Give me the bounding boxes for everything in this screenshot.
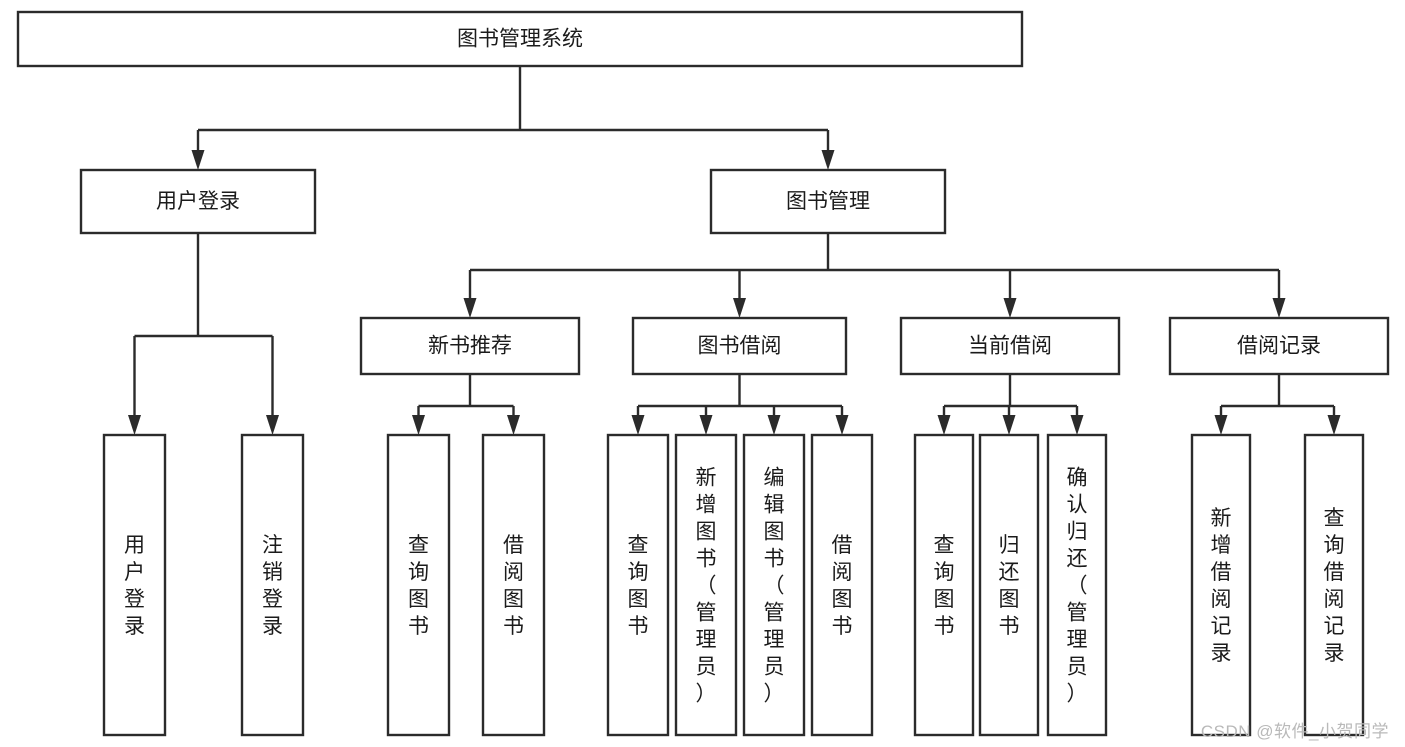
node-label: 借阅记录 (1237, 335, 1321, 358)
node-leaf-add-book[interactable]: 新增图书（管理员） (674, 433, 738, 737)
node-leaf-edit-book[interactable]: 编辑图书（管理员） (742, 433, 806, 737)
node-label: 查询图书 (628, 534, 649, 638)
connector-e-ul-children (128, 233, 279, 435)
node-leaf-confirm-return[interactable]: 确认归还（管理员） (1046, 433, 1108, 737)
node-label: 查询图书 (408, 534, 429, 638)
node-label: 注销登录 (262, 534, 283, 638)
node-label: 用户登录 (156, 190, 240, 213)
node-label: 借阅图书 (832, 534, 853, 638)
node-label: 图书管理 (786, 190, 870, 213)
node-label: 用户登录 (124, 534, 145, 638)
node-book-borrow[interactable]: 图书借阅 (631, 316, 848, 376)
node-label: 归还图书 (999, 534, 1020, 638)
node-label: 编辑图书（管理员） (764, 467, 785, 706)
node-user-login[interactable]: 用户登录 (79, 168, 317, 235)
node-label: 图书借阅 (698, 335, 782, 358)
node-label: 确认归还（管理员） (1067, 467, 1088, 706)
node-leaf-query-book-rec[interactable]: 查询图书 (386, 433, 451, 737)
connector-e-bb-children (631, 374, 849, 435)
node-label: 新增图书（管理员） (696, 467, 717, 706)
node-leaf-return-book[interactable]: 归还图书 (978, 433, 1040, 737)
node-leaf-borrow-book[interactable]: 借阅图书 (810, 433, 874, 737)
node-leaf-query-book-borrow[interactable]: 查询图书 (606, 433, 670, 737)
connector-e-root-children (191, 66, 835, 170)
node-label: 新书推荐 (428, 335, 512, 358)
node-label: 查询借阅记录 (1324, 507, 1345, 665)
node-label: 查询图书 (934, 534, 955, 638)
node-current-borrow[interactable]: 当前借阅 (899, 316, 1121, 376)
node-label: 当前借阅 (968, 335, 1052, 358)
node-borrow-record[interactable]: 借阅记录 (1168, 316, 1390, 376)
connector-e-bm-children (463, 233, 1286, 318)
node-book-management[interactable]: 图书管理 (709, 168, 947, 235)
node-leaf-add-record[interactable]: 新增借阅记录 (1190, 433, 1252, 737)
node-leaf-borrow-book-rec[interactable]: 借阅图书 (481, 433, 546, 737)
connector-e-nbr-children (412, 374, 520, 435)
node-layer: 图书管理系统用户登录图书管理新书推荐图书借阅当前借阅借阅记录用户登录注销登录查询… (16, 10, 1390, 737)
node-leaf-query-book-cur[interactable]: 查询图书 (913, 433, 975, 737)
node-new-book-recommend[interactable]: 新书推荐 (359, 316, 581, 376)
node-leaf-query-record[interactable]: 查询借阅记录 (1303, 433, 1365, 737)
node-label: 图书管理系统 (457, 28, 583, 51)
node-leaf-user-logout[interactable]: 注销登录 (240, 433, 305, 737)
connector-e-br-children (1214, 374, 1341, 435)
connector-e-cb-children (937, 374, 1084, 435)
node-leaf-user-login[interactable]: 用户登录 (102, 433, 167, 737)
node-label: 借阅图书 (503, 534, 524, 638)
node-label: 新增借阅记录 (1211, 507, 1232, 665)
watermark-text: CSDN @软件_小贺同学 (1200, 722, 1389, 741)
node-root[interactable]: 图书管理系统 (16, 10, 1024, 68)
connector-layer (128, 66, 1341, 435)
